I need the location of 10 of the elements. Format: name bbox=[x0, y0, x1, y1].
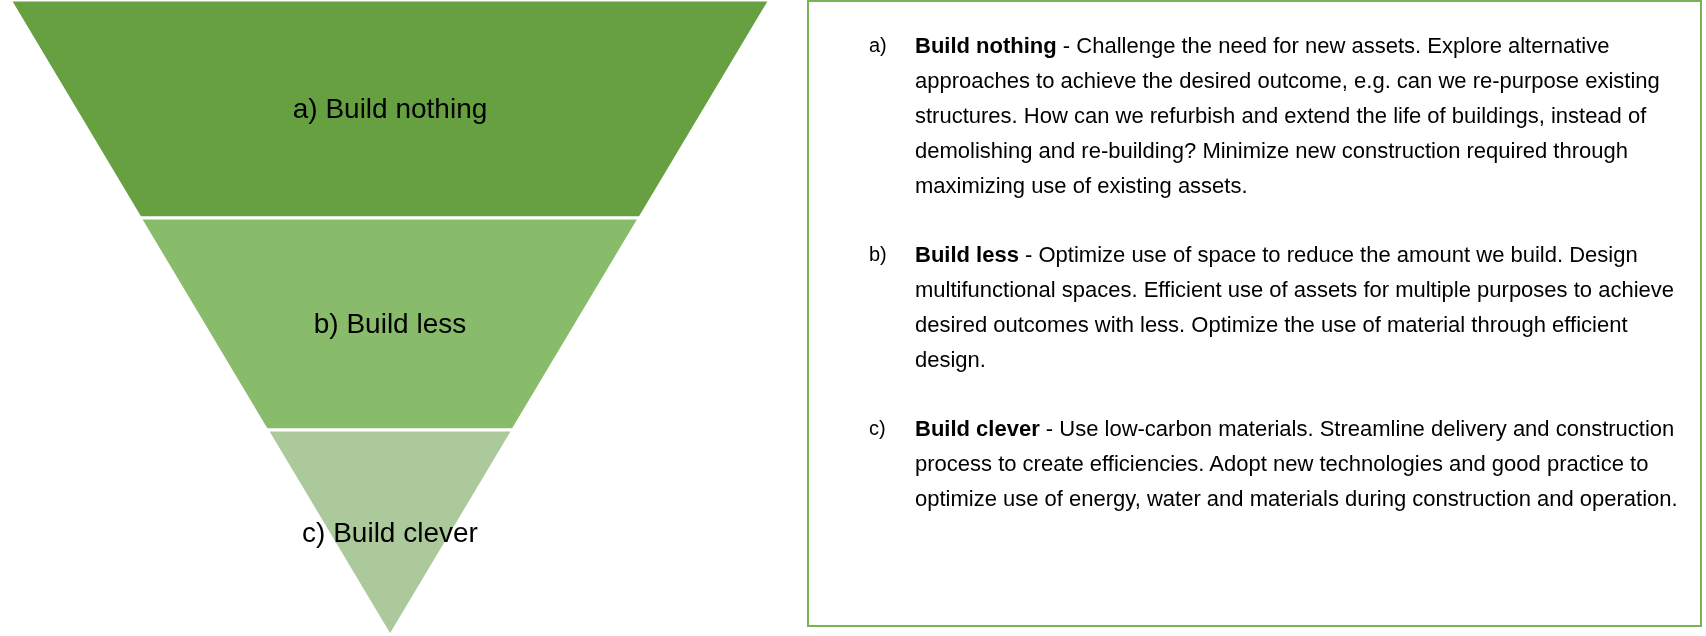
band-label: a) Build nothing bbox=[292, 93, 488, 125]
band-label: b) Build less bbox=[313, 308, 467, 340]
description-paragraph: Build less - Optimize use of space to reduce the amount we build. Design multifunctional spaces. Efficient use of assets for multiple purposes to achieve desired outcomes with less. Optimize the use of material through efficient design. bbox=[915, 241, 1675, 374]
description-panel bbox=[807, 0, 1702, 627]
description-paragraph: Build nothing - Challenge the need for new assets. Explore alternative approaches to achieve the desired outcome, e.g. can we re-purpose existing structures. How can we refurbish and extend the life of buildings, instead of demolishing and re-building? Minimize new construction required through maximizing use of existing assets. bbox=[915, 32, 1661, 200]
description-paragraph: Build clever - Use low-carbon materials. Streamline delivery and construction process to create efficiencies. Adopt new technologies and good practice to optimize use of energy, water and materials during construction and operation. bbox=[915, 415, 1679, 513]
band-label: c) Build clever bbox=[302, 517, 478, 549]
list-marker: c) bbox=[869, 416, 887, 441]
list-marker: b) bbox=[869, 242, 888, 267]
list-marker: a) bbox=[869, 33, 888, 58]
